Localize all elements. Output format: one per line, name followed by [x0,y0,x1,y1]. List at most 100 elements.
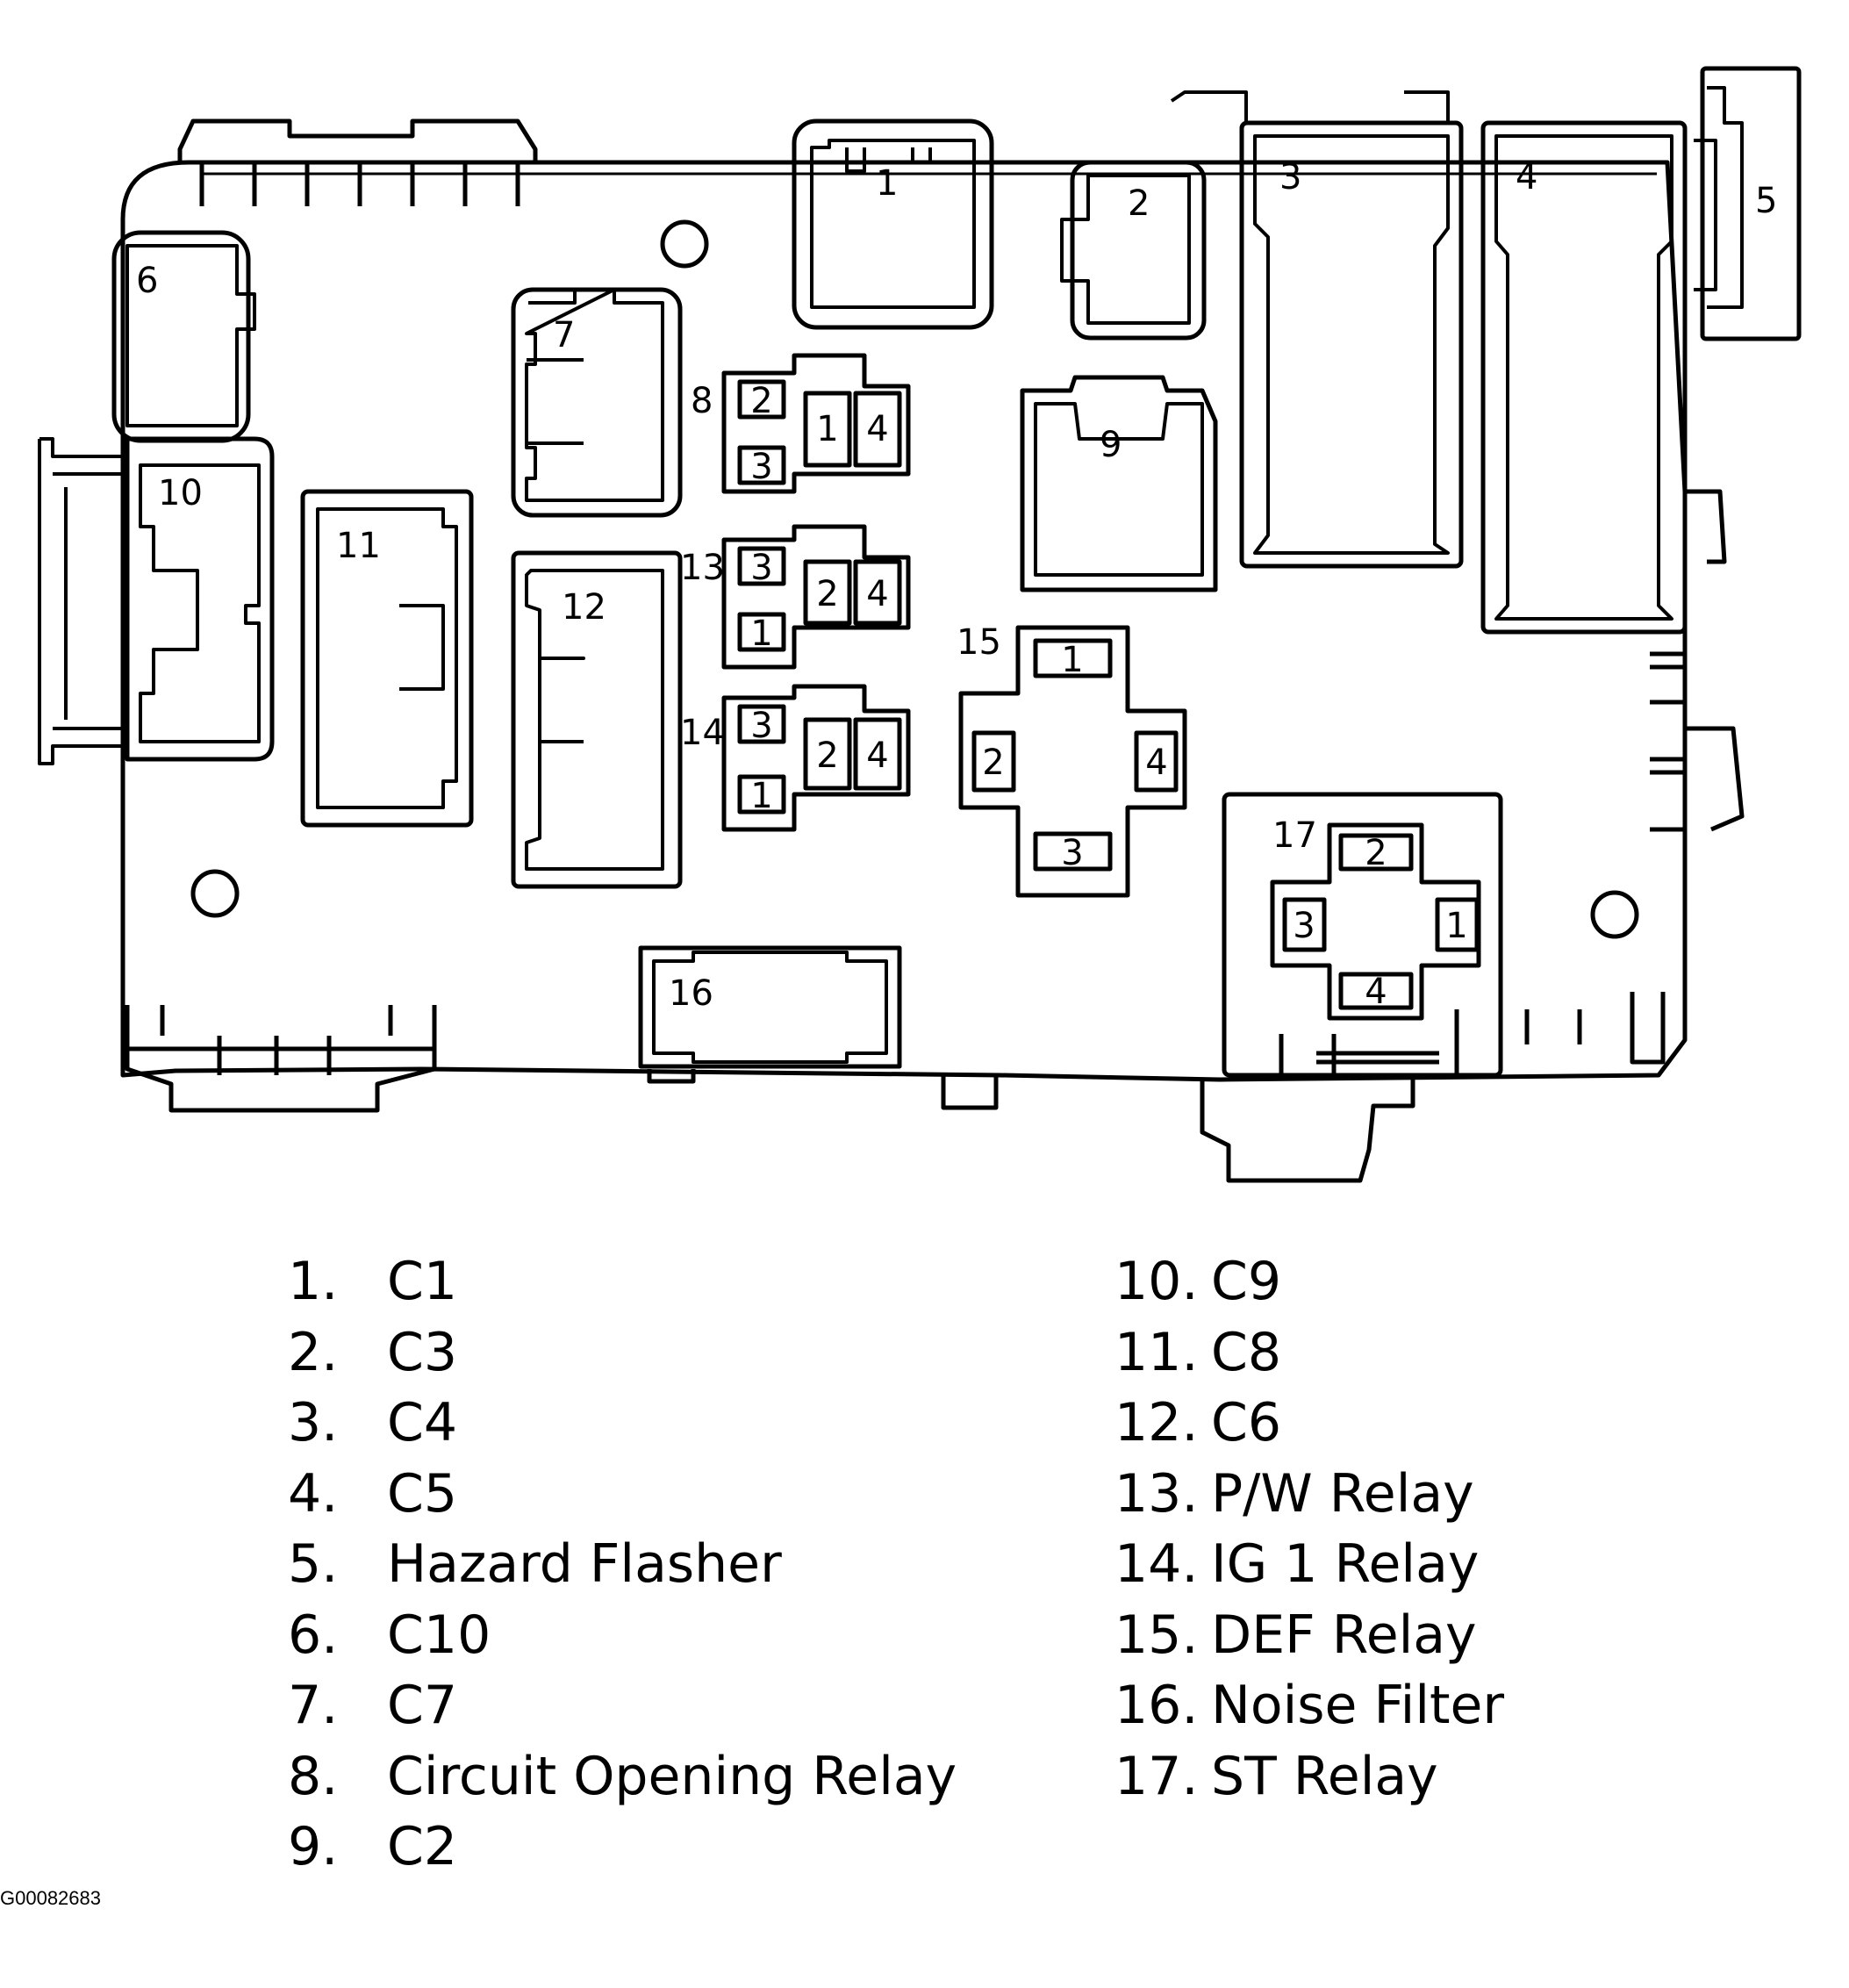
pin-label: 2 [982,743,1004,783]
legend-label: Circuit Opening Relay [387,1745,957,1807]
legend-item: 11.C8 [1114,1317,1504,1389]
legend-number: 10. [1114,1251,1199,1313]
callout-1: 1 [876,163,898,204]
pw-relay [721,524,911,670]
connector-c5 [1480,120,1688,635]
legend-number: 15. [1114,1604,1199,1666]
legend-item: 1. C1 [288,1246,957,1317]
bottom-left-clip [125,1005,437,1113]
legend-item: 2. C3 [288,1317,957,1389]
legend-item: 14.IG 1 Relay [1114,1529,1504,1600]
legend-item: 8. Circuit Opening Relay [288,1741,957,1812]
fuse-box-housing [120,160,1688,1082]
ig1-relay [721,684,911,832]
top-left-clip [177,118,538,162]
pin-label: 2 [816,574,838,614]
legend-number: 17. [1114,1745,1199,1807]
hazard-flasher [1700,66,1802,341]
pin-label: 3 [750,548,772,588]
callout-11: 11 [336,526,381,566]
legend-label: C1 [387,1251,458,1313]
legend-item: 5.Hazard Flasher [288,1529,957,1600]
connector-c6 [511,550,683,889]
pin-label: 2 [750,381,772,421]
callout-16: 16 [669,973,713,1014]
pin-label: 3 [750,706,772,746]
legend-label: C10 [387,1604,491,1666]
legend-label: ST Relay [1211,1745,1438,1807]
pin-label: 4 [1365,972,1387,1012]
callout-8: 8 [691,381,713,421]
callout-5: 5 [1755,181,1777,221]
callout-13: 13 [680,548,725,588]
pin-label: 4 [866,409,888,449]
legend-number: 1. [288,1251,339,1313]
pin-label: 4 [866,574,888,614]
legend-label: IG 1 Relay [1211,1533,1480,1596]
pin-label: 1 [750,614,772,654]
legend-number: 2. [288,1321,339,1383]
legend-left-column: 1. C1 2. C3 3. C4 4. C5 5.Hazard Flasher 6. C… [288,1246,957,1883]
legend-label: C9 [1211,1251,1282,1313]
callout-3: 3 [1279,157,1301,197]
legend-number: 12. [1114,1392,1199,1454]
legend-item: 10.C9 [1114,1246,1504,1317]
legend-number: 6. [288,1604,339,1666]
pin-label: 3 [750,447,772,487]
callout-12: 12 [562,587,606,628]
pin-label: 1 [750,776,772,816]
legend-label: C6 [1211,1392,1282,1454]
connector-c8 [300,489,474,828]
legend-number: 8. [288,1745,339,1807]
legend-number: 7. [288,1675,339,1737]
callout-6: 6 [136,261,158,301]
st-relay [1270,822,1481,1021]
pin-label: 3 [1061,833,1083,873]
circuit-opening-relay [721,353,911,494]
pin-label: 4 [866,736,888,776]
legend-item: 13.P/W Relay [1114,1459,1504,1530]
legend-label: C4 [387,1392,458,1454]
callout-labels: 1 2 3 4 5 6 7 8 9 10 11 12 13 14 15 16 1… [136,157,1777,1014]
legend-item: 12.C6 [1114,1388,1504,1459]
legend-label: C5 [387,1462,458,1525]
fuse-box-diagram: 1 2 3 4 5 6 7 8 9 10 11 12 13 14 15 16 1… [38,66,1802,1183]
legend-item: 15.DEF Relay [1114,1600,1504,1671]
pin-label: 1 [816,409,838,449]
legend-right-column: 10.C9 11.C8 12.C6 13.P/W Relay 14.IG 1 R… [1114,1246,1504,1812]
connector-c2 [1020,375,1218,592]
legend-label: DEF Relay [1211,1604,1477,1666]
pin-label: 1 [1445,906,1467,946]
mounting-hole [190,869,240,918]
legend-label: C8 [1211,1321,1282,1383]
legend-label: Noise Filter [1211,1675,1505,1737]
connector-c4 [1239,120,1464,569]
legend-label: C3 [387,1321,458,1383]
callout-2: 2 [1128,183,1150,224]
callout-9: 9 [1100,425,1122,465]
pin-label: 2 [816,736,838,776]
legend-number: 14. [1114,1533,1199,1596]
mounting-hole [1590,890,1639,939]
callout-7: 7 [553,315,575,355]
legend-number: 3. [288,1392,339,1454]
legend-item: 17.ST Relay [1114,1741,1504,1812]
callout-15: 15 [957,622,1001,663]
legend-number: 9. [288,1816,339,1878]
figure-id: G00082683 [0,1887,101,1909]
callout-17: 17 [1272,815,1317,856]
legend-item: 6. C10 [288,1600,957,1671]
legend-number: 11. [1114,1321,1199,1383]
legend-number: 16. [1114,1675,1199,1737]
connector-c7 [511,287,683,518]
legend-number: 4. [288,1462,339,1525]
legend-number: 13. [1114,1462,1199,1525]
connector-c10 [111,230,251,443]
def-relay [958,625,1187,898]
legend-item: 7.C7 [288,1670,957,1741]
legend-item: 16.Noise Filter [1114,1670,1504,1741]
legend-number: 5. [288,1533,339,1596]
connector-c1 [792,118,994,330]
mounting-hole [660,219,709,269]
connector-c3 [1070,160,1207,341]
